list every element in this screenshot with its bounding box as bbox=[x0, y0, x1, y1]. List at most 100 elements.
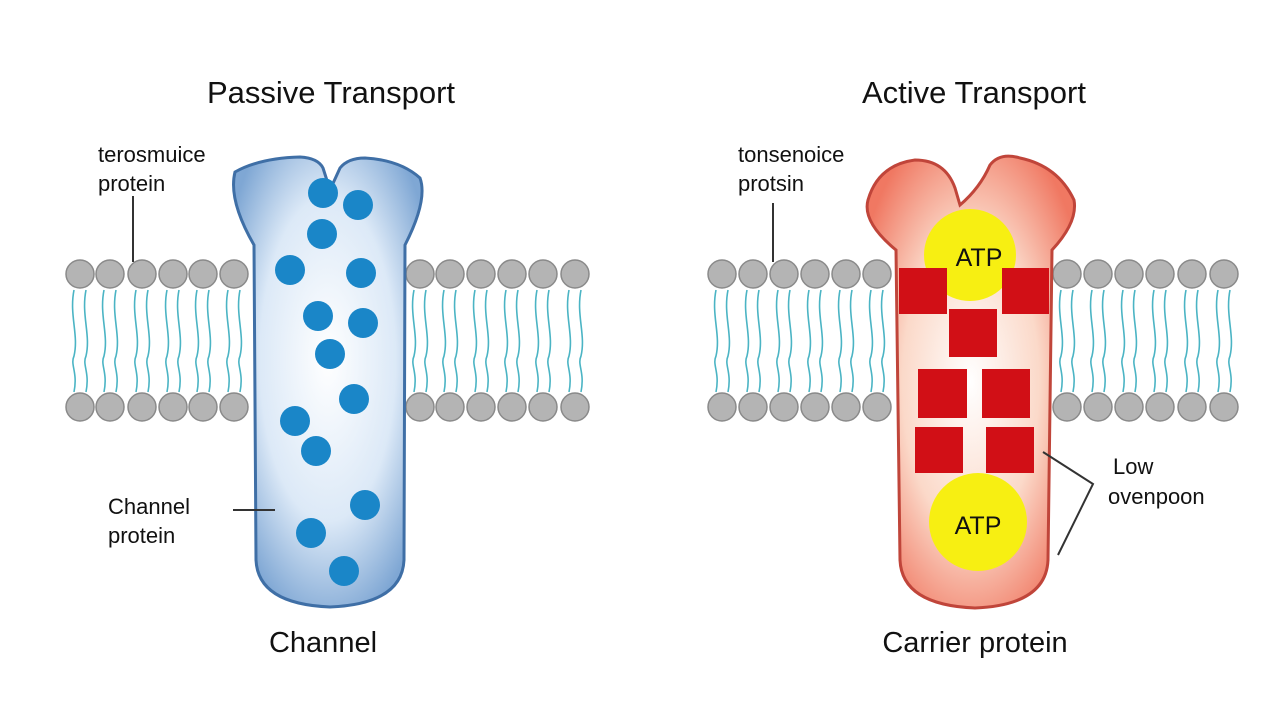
active-lipid-tail bbox=[818, 289, 824, 393]
active-lipid-tail bbox=[1101, 289, 1107, 393]
active-lipid-head-bottom bbox=[1209, 392, 1239, 422]
active-lipid-tail bbox=[1058, 289, 1064, 393]
solute-molecule bbox=[350, 490, 380, 520]
passive-lipid-head-top bbox=[497, 259, 527, 289]
solute-molecule bbox=[329, 556, 359, 586]
passive-lipid-tail bbox=[453, 289, 459, 393]
passive-lipid-tail bbox=[423, 289, 429, 393]
active-lipid-tail bbox=[1120, 289, 1126, 393]
active-lipid-head-bottom bbox=[1083, 392, 1113, 422]
active-lipid-head-bottom bbox=[738, 392, 768, 422]
passive-lipid-head-bottom bbox=[497, 392, 527, 422]
passive-panel: Passive Transport terosmuice protein Cha… bbox=[65, 75, 590, 659]
carrier-square bbox=[918, 369, 967, 418]
active-lipid-tail bbox=[1070, 289, 1076, 393]
passive-lipid-head-bottom bbox=[219, 392, 249, 422]
passive-lipid-tail bbox=[164, 289, 170, 393]
solute-molecule bbox=[275, 255, 305, 285]
solute-molecule bbox=[348, 308, 378, 338]
passive-lipid-tail bbox=[194, 289, 200, 393]
active-lipid-tail bbox=[1227, 289, 1233, 393]
passive-title: Passive Transport bbox=[207, 75, 455, 110]
active-lipid-head-bottom bbox=[1177, 392, 1207, 422]
active-lipid-head-top bbox=[1145, 259, 1175, 289]
passive-lipid-tail bbox=[472, 289, 478, 393]
passive-lipid-tail bbox=[566, 289, 572, 393]
active-title: Active Transport bbox=[862, 75, 1086, 110]
solute-molecule bbox=[296, 518, 326, 548]
solute-molecule bbox=[346, 258, 376, 288]
active-lipid-tail bbox=[1215, 289, 1221, 393]
active-lipid-head-top bbox=[1177, 259, 1207, 289]
active-lipid-tail bbox=[1183, 289, 1189, 393]
low-label-line2: ovenpoon bbox=[1108, 484, 1205, 509]
solute-molecule bbox=[339, 384, 369, 414]
active-lipid-tail bbox=[849, 289, 855, 393]
passive-lipid-head-bottom bbox=[435, 392, 465, 422]
active-lipid-head-top bbox=[1114, 259, 1144, 289]
passive-lipid-tail bbox=[206, 289, 212, 393]
passive-caption: Channel bbox=[269, 627, 377, 659]
active-lipid-tail bbox=[837, 289, 843, 393]
carrier-square bbox=[986, 427, 1034, 473]
passive-lipid-tail bbox=[441, 289, 447, 393]
passive-lipid-tail bbox=[546, 289, 552, 393]
active-lipid-head-top bbox=[1083, 259, 1113, 289]
passive-lipid-tail bbox=[578, 289, 584, 393]
passive-lipid-head-top bbox=[127, 259, 157, 289]
active-lipid-head-top bbox=[1209, 259, 1239, 289]
passive-lipid-tail bbox=[515, 289, 521, 393]
low-label-pointer bbox=[1042, 451, 1095, 556]
active-lipid-tail bbox=[1089, 289, 1095, 393]
active-top-protein-label-line2: protsin bbox=[738, 171, 804, 196]
active-lipid-head-top bbox=[862, 259, 892, 289]
passive-lipid-tail bbox=[83, 289, 89, 393]
passive-lipid-head-top bbox=[65, 259, 95, 289]
channel-protein-label-line2: protein bbox=[108, 523, 175, 548]
solute-molecule bbox=[308, 178, 338, 208]
passive-lipid-tail bbox=[133, 289, 139, 393]
solute-molecule bbox=[280, 406, 310, 436]
active-panel: Active Transport ATP ATP tonsenoice prot… bbox=[707, 75, 1239, 659]
carrier-square bbox=[949, 309, 997, 357]
active-lipid-tail bbox=[756, 289, 762, 393]
active-lipid-tail bbox=[725, 289, 731, 393]
passive-lipid-head-top bbox=[466, 259, 496, 289]
active-lipid-head-bottom bbox=[769, 392, 799, 422]
solute-molecule bbox=[343, 190, 373, 220]
top-protein-label-line1: terosmuice bbox=[98, 142, 206, 167]
active-lipid-head-top bbox=[831, 259, 861, 289]
active-lipid-tail bbox=[744, 289, 750, 393]
active-lipid-head-bottom bbox=[1052, 392, 1082, 422]
solute-group bbox=[275, 178, 380, 586]
carrier-square bbox=[982, 369, 1030, 418]
passive-lipid-tail bbox=[176, 289, 182, 393]
solute-molecule bbox=[307, 219, 337, 249]
passive-lipid-head-top bbox=[528, 259, 558, 289]
passive-lipid-head-top bbox=[158, 259, 188, 289]
passive-lipid-head-top bbox=[188, 259, 218, 289]
carrier-square bbox=[1002, 268, 1049, 314]
passive-lipid-head-bottom bbox=[188, 392, 218, 422]
active-lipid-tail bbox=[787, 289, 793, 393]
atp-label-bottom: ATP bbox=[955, 512, 1002, 540]
passive-lipid-head-top bbox=[219, 259, 249, 289]
passive-lipid-head-top bbox=[560, 259, 590, 289]
active-caption: Carrier protein bbox=[882, 627, 1067, 659]
passive-lipid-head-bottom bbox=[528, 392, 558, 422]
active-lipid-head-top bbox=[800, 259, 830, 289]
active-lipid-tail bbox=[713, 289, 719, 393]
active-lipid-head-bottom bbox=[800, 392, 830, 422]
active-membrane bbox=[707, 259, 1239, 422]
passive-lipid-head-bottom bbox=[560, 392, 590, 422]
active-lipid-head-bottom bbox=[707, 392, 737, 422]
passive-lipid-head-bottom bbox=[65, 392, 95, 422]
active-lipid-tail bbox=[868, 289, 874, 393]
active-lipid-tail bbox=[806, 289, 812, 393]
channel-protein-label-line1: Channel bbox=[108, 494, 190, 519]
active-lipid-head-bottom bbox=[1145, 392, 1175, 422]
passive-lipid-tail bbox=[237, 289, 243, 393]
active-lipid-tail bbox=[1132, 289, 1138, 393]
